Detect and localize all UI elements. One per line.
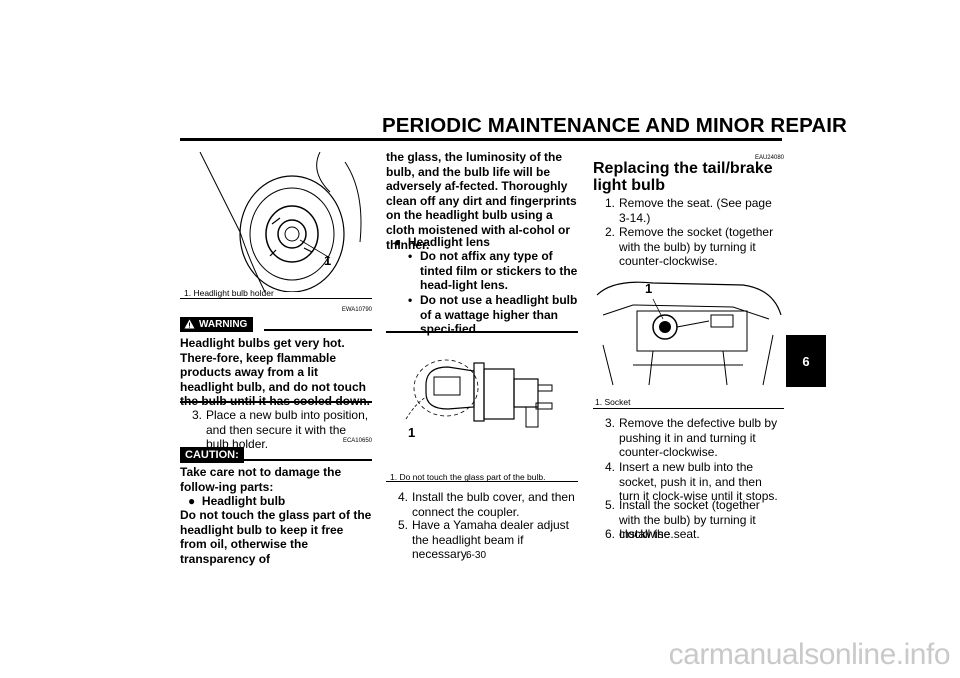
- step-5-headlight: 5. Have a Yamaha dealer adjust the headl…: [397, 518, 569, 562]
- sub-bullet-icon: •: [408, 293, 413, 307]
- section-code: EAU24080: [754, 155, 784, 161]
- header-rule: [180, 138, 782, 141]
- step-6-tail: 6. Install the seat.: [604, 527, 700, 541]
- headlight-bulb-figure: 1: [386, 345, 578, 467]
- caution-sub-2: •Do not use a headlight bulb of a wattag…: [408, 293, 578, 337]
- tail-light-socket-figure: 1: [593, 275, 784, 395]
- headlight-bulb-holder-illustration: [199, 151, 362, 293]
- watermark: carmanualsonline.info: [668, 638, 951, 671]
- warning-code: EWA10790: [341, 307, 372, 313]
- step-number: 3.: [191, 408, 202, 422]
- headlight-bulb-holder-figure: 1: [180, 151, 372, 293]
- bullet-icon: ●: [394, 235, 402, 249]
- figure-divider: [386, 481, 578, 482]
- caution-bullet-headlight-bulb: ● Headlight bulb: [188, 494, 286, 508]
- section-title: Replacing the tail/brake light bulb: [593, 160, 773, 194]
- warning-label: WARNING: [199, 318, 248, 330]
- step-3-tail: 3. Remove the defective bulb by pushing …: [604, 416, 778, 460]
- caution-text: Do not touch the glass part of the headl…: [180, 508, 372, 566]
- warning-text: Headlight bulbs get very hot. There-fore…: [180, 336, 370, 409]
- warning-rule-top: [264, 329, 372, 331]
- step-4-tail: 4. Insert a new bulb into the socket, pu…: [604, 460, 778, 504]
- figure-divider: [180, 298, 372, 299]
- caution-end-rule: [386, 331, 578, 333]
- figure-callout-1: 1: [408, 425, 416, 440]
- step-5-tail: 5. Install the socket (together with the…: [604, 498, 760, 542]
- caution-rule: [244, 459, 372, 461]
- step-text: Place a new bulb into position, and then…: [206, 408, 369, 452]
- figure-caption: 1. Socket: [595, 397, 631, 407]
- figure-divider: [593, 408, 784, 409]
- sub-bullet-icon: •: [408, 249, 413, 263]
- chapter-tab: 6: [786, 335, 826, 387]
- figure-caption: 1. Do not touch the glass part of the bu…: [390, 472, 546, 482]
- bullet-icon: ●: [188, 494, 196, 508]
- figure-callout-1: 1: [324, 253, 332, 268]
- caution-sub-1: •Do not affix any type of tinted film or…: [408, 249, 578, 293]
- warning-rule-bottom: [180, 401, 372, 403]
- caution-bullet-headlight-lens: ● Headlight lens: [394, 235, 490, 249]
- page-number: 6-30: [466, 550, 487, 561]
- step-3-headlight: 3. Place a new bulb into position, and t…: [180, 408, 372, 452]
- caution-label: CAUTION:: [180, 447, 244, 463]
- step-2-tail: 2. Remove the socket (together with the …: [604, 225, 774, 269]
- warning-badge: WARNING: [180, 316, 254, 334]
- step-1-tail: 1. Remove the seat. (See page 3-14.): [604, 196, 772, 225]
- figure-caption: 1. Headlight bulb holder: [184, 288, 274, 298]
- figure-callout-1: 1: [645, 281, 653, 296]
- caution-badge: CAUTION:: [180, 445, 244, 463]
- page-title: PERIODIC MAINTENANCE AND MINOR REPAIR: [382, 114, 847, 137]
- tail-light-socket-illustration: [596, 281, 782, 386]
- step-4-headlight: 4. Install the bulb cover, and then conn…: [397, 490, 575, 519]
- caution-intro: Take care not to damage the follow-ing p…: [180, 465, 342, 494]
- warning-triangle-icon: [184, 319, 195, 329]
- caution-continued: the glass, the luminosity of the bulb, a…: [386, 150, 577, 252]
- headlight-bulb-illustration: [405, 359, 553, 428]
- caution-code: ECA10650: [342, 438, 372, 444]
